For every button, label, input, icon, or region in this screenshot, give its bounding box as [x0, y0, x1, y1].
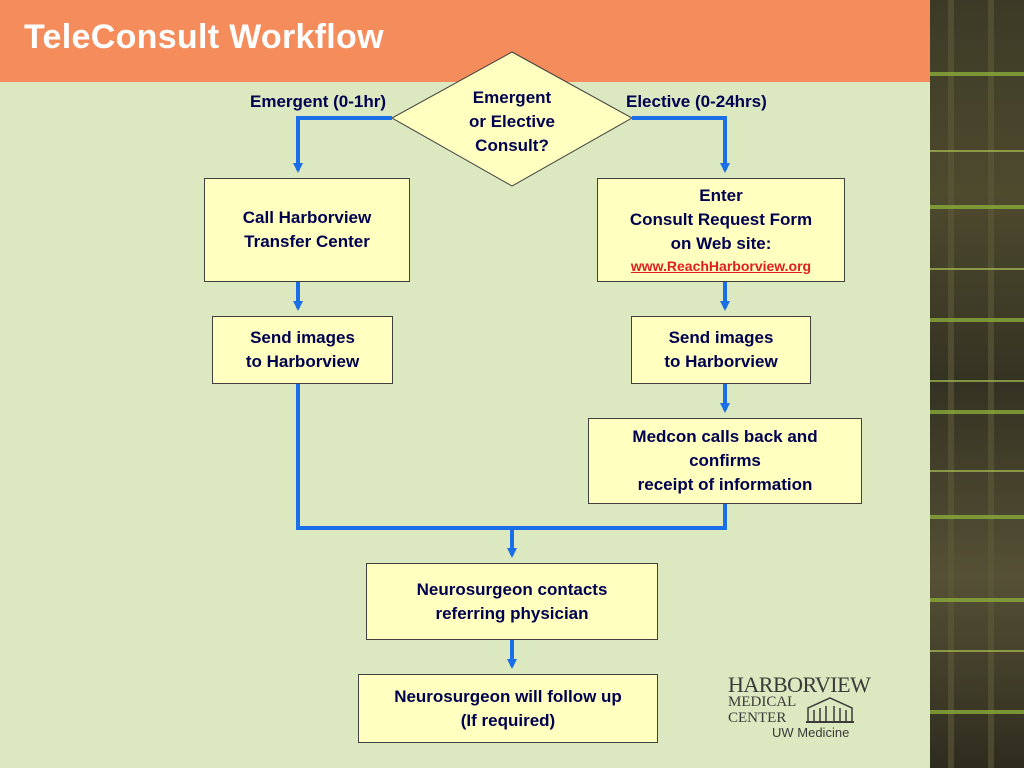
connector-emergent	[293, 116, 392, 173]
photo-stripe	[930, 318, 1024, 322]
step-text: referring physician	[435, 603, 589, 623]
photo-stripe	[930, 268, 1024, 270]
step-send-images-elective: Send images to Harborview	[631, 316, 811, 384]
step-neurosurgeon-follow-up: Neurosurgeon will follow up (If required…	[358, 674, 658, 743]
logo-text: UW Medicine	[772, 725, 850, 740]
branch-label-emergent: Emergent (0-1hr)	[250, 92, 387, 111]
step-text: Call Harborview	[242, 208, 372, 227]
step-text: receipt of information	[637, 475, 813, 494]
step-text: Consult Request Form	[629, 210, 813, 229]
step-text: to Harborview	[664, 352, 778, 371]
step-text: Enter	[699, 186, 743, 205]
title-bar: TeleConsult Workflow	[0, 0, 930, 82]
step-text: Neurosurgeon will follow up	[394, 686, 622, 706]
photo-stripe	[930, 598, 1024, 602]
decision-line: or Elective	[469, 112, 555, 131]
step-text: Medcon calls back and	[632, 427, 818, 446]
harborview-logo: HARBORVIEW MEDICAL CENTER UW Medicine	[728, 672, 871, 744]
photo-stripe	[930, 410, 1024, 414]
step-text: Transfer Center	[244, 232, 370, 251]
photo-stripe	[930, 205, 1024, 209]
logo-text: CENTER	[728, 710, 787, 726]
decorative-photo-strip	[930, 0, 1024, 768]
building-icon	[806, 697, 854, 723]
decision-line: Emergent	[472, 88, 552, 107]
step-text: Send images	[668, 328, 774, 347]
step-enter-consult-form: Enter Consult Request Form on Web site: …	[597, 178, 845, 282]
step-send-images-emergent: Send images to Harborview	[212, 316, 393, 384]
decision-line: Consult?	[475, 136, 549, 155]
photo-stripe	[930, 72, 1024, 76]
photo-post	[948, 0, 954, 768]
decision-label: Emergent or Elective Consult?	[450, 86, 574, 158]
step-text: to Harborview	[245, 352, 360, 371]
branch-label-elective: Elective (0-24hrs)	[626, 92, 767, 111]
connector-elective	[632, 116, 730, 173]
step-text: Neurosurgeon contacts	[416, 579, 608, 599]
logo-text: MEDICAL	[728, 694, 797, 710]
photo-stripe	[930, 470, 1024, 472]
step-text: on Web site:	[670, 234, 772, 253]
photo-stripe	[930, 710, 1024, 714]
step-text: confirms	[689, 451, 761, 470]
website-link[interactable]: www.ReachHarborview.org	[630, 258, 812, 274]
photo-stripe	[930, 515, 1024, 519]
step-text: Send images	[250, 328, 355, 347]
step-call-transfer-center: Call Harborview Transfer Center	[204, 178, 410, 282]
step-text: (If required)	[460, 710, 556, 730]
photo-stripe	[930, 150, 1024, 152]
slide-title: TeleConsult Workflow	[24, 18, 384, 56]
photo-stripe	[930, 380, 1024, 382]
photo-post	[988, 0, 994, 768]
photo-stripe	[930, 650, 1024, 652]
decision-diamond	[390, 51, 634, 187]
step-medcon-callback: Medcon calls back and confirms receipt o…	[588, 418, 862, 504]
flowchart-connectors	[293, 51, 730, 669]
step-neurosurgeon-contacts: Neurosurgeon contacts referring physicia…	[366, 563, 658, 640]
logo-text: HARBORVIEW	[728, 672, 871, 697]
